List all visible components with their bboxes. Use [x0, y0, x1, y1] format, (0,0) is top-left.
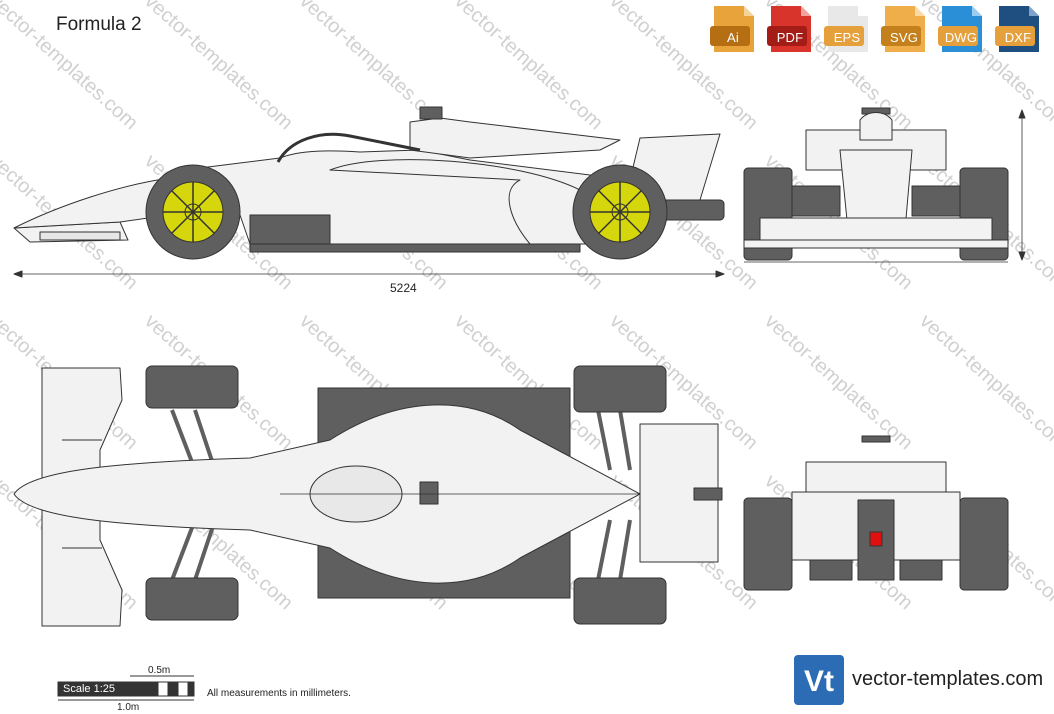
scale-half-meter-label: 0.5m — [148, 665, 171, 676]
pdf-file-icon — [767, 6, 811, 52]
download-svg-button[interactable]: SVG — [879, 4, 929, 54]
download-dwg-button[interactable]: DWG — [936, 4, 986, 54]
svg-file-icon — [881, 6, 925, 52]
top-view — [13, 365, 723, 627]
dxf-file-icon — [995, 6, 1039, 52]
brand-link[interactable]: vector-templates.com — [852, 668, 1044, 690]
measurement-note: All measurements in millimeters. — [207, 688, 351, 699]
length-dimension-label: 5224 — [390, 281, 417, 295]
scale-bar — [57, 675, 195, 701]
download-ai-button[interactable]: Ai — [708, 4, 758, 54]
dwg-file-icon — [938, 6, 982, 52]
format-label: DXF — [1004, 30, 1032, 45]
ai-file-icon — [710, 6, 754, 52]
eps-file-icon — [824, 6, 868, 52]
format-label: PDF — [776, 30, 804, 45]
front-view — [743, 107, 1026, 263]
format-label: SVG — [889, 30, 919, 45]
brand-logo-icon: Vt — [794, 655, 844, 705]
logo-text: Vt — [804, 665, 834, 698]
side-view — [13, 106, 725, 278]
format-label: EPS — [833, 30, 861, 45]
download-eps-button[interactable]: EPS — [822, 4, 872, 54]
scale-one-meter-label: 1.0m — [117, 702, 140, 713]
format-downloads: Ai PDF EPS SVG DWG DXF — [708, 4, 1048, 54]
format-label: DWG — [944, 30, 978, 45]
scale-label: Scale 1:25 — [63, 683, 115, 695]
download-pdf-button[interactable]: PDF — [765, 4, 815, 54]
download-dxf-button[interactable]: DXF — [993, 4, 1043, 54]
format-label: Ai — [727, 30, 739, 45]
page-title: Formula 2 — [56, 14, 142, 35]
rear-view — [743, 435, 1009, 591]
